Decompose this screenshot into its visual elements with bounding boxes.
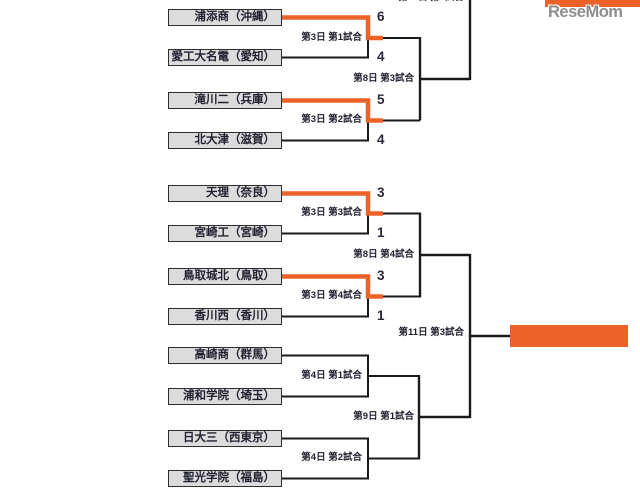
match-label-day3-game4: 第3日 第4試合 (301, 290, 362, 301)
match-label-day4-game1: 第4日 第1試合 (301, 370, 362, 381)
score-m4-bottom: 1 (377, 308, 385, 323)
resemom-logo-bar (545, 0, 640, 7)
team-box-m6-top: 日大三（西東京） (168, 430, 282, 447)
team-box-m2-bottom: 北大津（滋賀） (168, 132, 282, 149)
match-label-day3-game3: 第3日 第3試合 (301, 207, 362, 218)
score-m3-top: 3 (377, 185, 385, 200)
quarterfinal-winner-slot (510, 325, 628, 347)
team-box-m3-top: 天理（奈良） (168, 185, 282, 202)
match-label-day3-game1: 第3日 第1試合 (301, 32, 362, 43)
match-label-day8-game3: 第8日 第3試合 (353, 73, 414, 84)
resemom-logo[interactable]: ReseMom (548, 3, 623, 21)
score-m2-bottom: 4 (377, 132, 385, 147)
team-box-m5-top: 高崎商（群馬） (168, 347, 282, 364)
team-box-m4-bottom: 香川西（香川） (168, 308, 282, 325)
match-label-day3-game2: 第3日 第2試合 (301, 114, 362, 125)
match-label-day11-game2-cutoff: 第11日 第2試合 (354, 0, 464, 4)
team-box-m1-top: 浦添商（沖縄） (168, 9, 282, 26)
score-m3-bottom: 1 (377, 225, 385, 240)
score-m2-top: 5 (377, 92, 385, 107)
team-box-m5-bottom: 浦和学院（埼玉） (168, 388, 282, 405)
score-m1-top: 6 (377, 9, 385, 24)
match-label-day8-game4: 第8日 第4試合 (353, 249, 414, 260)
team-box-m6-bottom: 聖光学院（福島） (168, 470, 282, 487)
team-box-m3-bottom: 宮崎工（宮崎） (168, 225, 282, 242)
team-box-m4-top: 鳥取城北（鳥取） (168, 268, 282, 285)
match-label-day11-game3: 第11日 第3試合 (398, 327, 464, 338)
match-label-day9-game1: 第9日 第1試合 (353, 411, 414, 422)
team-box-m2-top: 滝川二（兵庫） (168, 92, 282, 109)
score-m1-bottom: 4 (377, 49, 385, 64)
team-box-m1-bottom: 愛工大名電（愛知） (168, 49, 282, 66)
match-label-day4-game2: 第4日 第2試合 (301, 452, 362, 463)
score-m4-top: 3 (377, 268, 385, 283)
